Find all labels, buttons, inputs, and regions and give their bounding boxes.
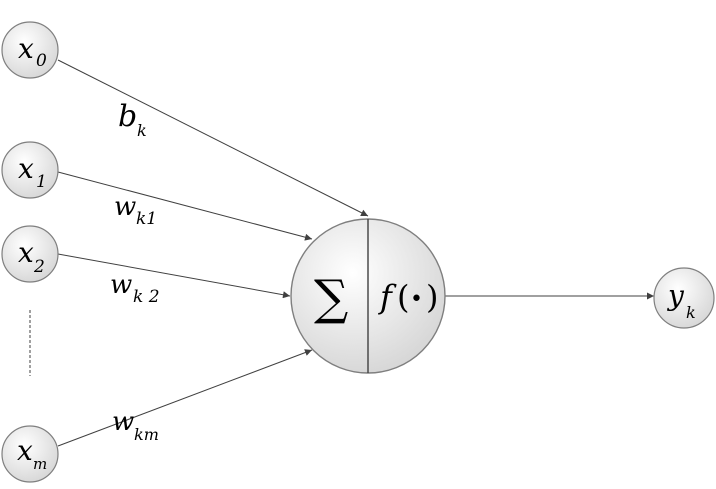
activation-dot: • bbox=[410, 287, 423, 312]
weight-label-w1: w k1 bbox=[114, 192, 157, 229]
activation-close-paren: ) bbox=[426, 278, 438, 316]
xm-sub: m bbox=[33, 455, 47, 473]
edge-x2-to-neuron bbox=[57, 253, 291, 299]
yk-sub: k bbox=[686, 303, 696, 322]
output-node-yk: y k bbox=[653, 267, 715, 329]
x0-base: x bbox=[18, 32, 34, 65]
weight-label-wm: w km bbox=[112, 407, 159, 444]
edge-xm-to-neuron bbox=[57, 349, 313, 447]
weight-label-w2: w k 2 bbox=[110, 270, 160, 307]
bias-label: b k bbox=[118, 99, 147, 140]
input-node-x2: x 2 bbox=[1, 225, 59, 283]
edge-x1-to-neuron bbox=[57, 171, 313, 241]
input-node-x0: x 0 bbox=[1, 21, 59, 79]
edge-x0-to-neuron bbox=[57, 59, 369, 217]
x0-sub: 0 bbox=[36, 51, 47, 71]
xm-base: x bbox=[17, 434, 33, 467]
input-node-x1: x 1 bbox=[1, 141, 59, 199]
x1-sub: 1 bbox=[36, 172, 47, 192]
w2-sub: k 2 bbox=[133, 287, 160, 307]
x1-base: x bbox=[18, 152, 34, 185]
neuron-node: ∑ f ( • ) bbox=[290, 218, 446, 374]
activation-open-paren: ( bbox=[397, 278, 409, 316]
bias-base: b bbox=[118, 99, 137, 134]
wm-sub: km bbox=[134, 425, 159, 444]
w2-base: w bbox=[110, 270, 132, 300]
sum-symbol: ∑ bbox=[314, 270, 348, 326]
activation-function-label: f ( • ) bbox=[378, 278, 438, 316]
wm-base: w bbox=[112, 407, 134, 437]
input-node-xm: x m bbox=[1, 425, 59, 483]
x2-base: x bbox=[18, 236, 34, 269]
x2-sub: 2 bbox=[33, 257, 45, 277]
w1-base: w bbox=[114, 192, 136, 222]
yk-base: y bbox=[666, 279, 685, 312]
bias-sub: k bbox=[137, 121, 147, 140]
w1-sub: k1 bbox=[136, 209, 157, 229]
